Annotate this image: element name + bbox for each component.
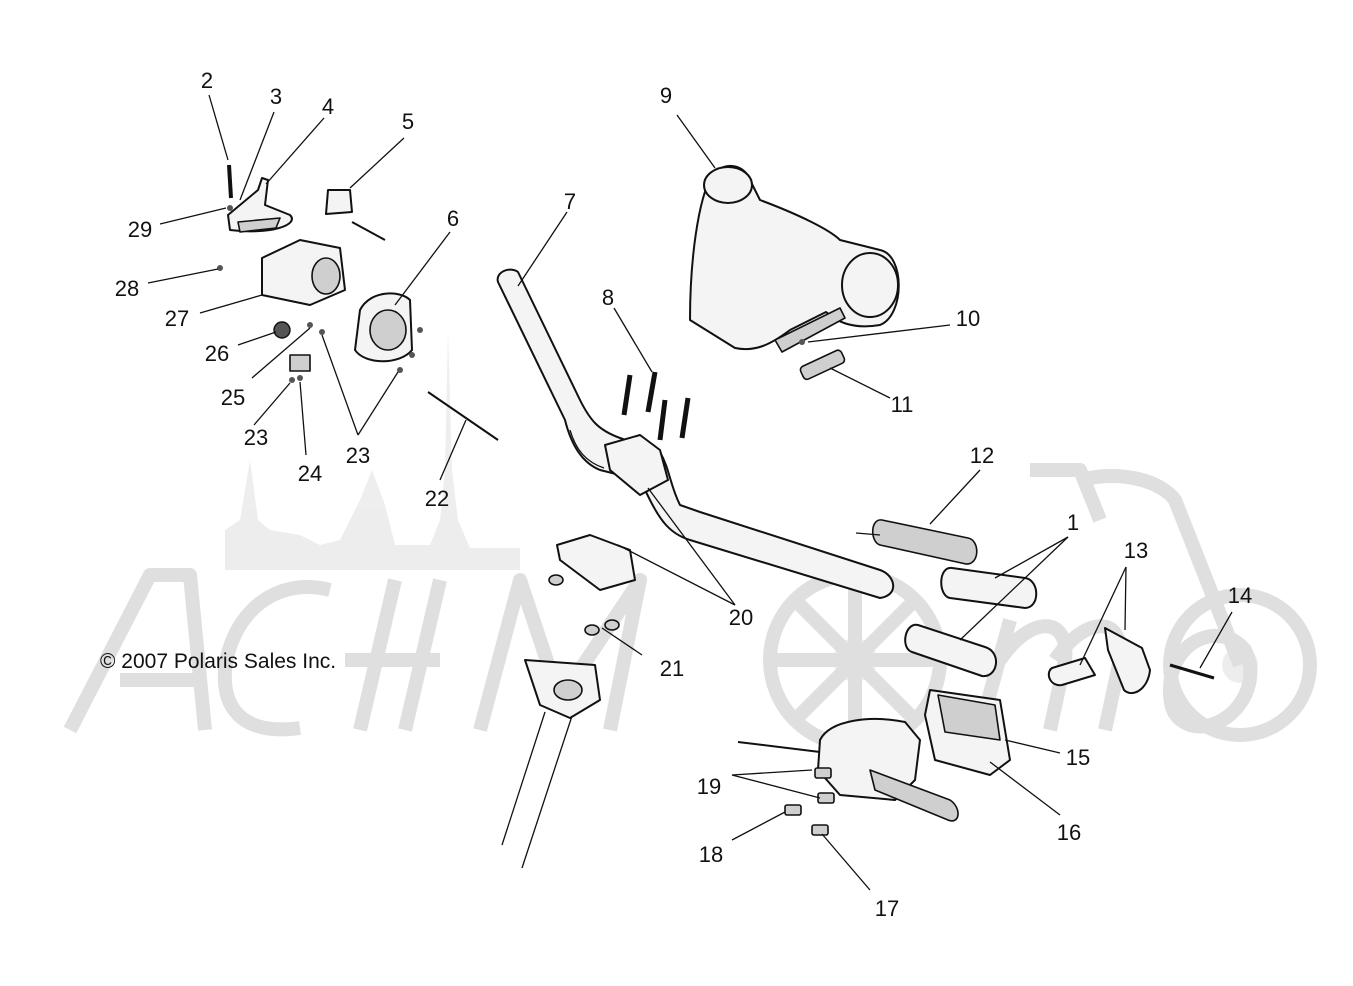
callout-27: 27 xyxy=(165,306,189,331)
callout-15: 15 xyxy=(1066,745,1090,770)
callout-24: 24 xyxy=(298,461,322,486)
bar-end-caps xyxy=(1047,627,1151,695)
callout-28: 28 xyxy=(115,276,139,301)
brake-lever-assembly xyxy=(737,718,959,822)
callout-23-b: 23 xyxy=(346,443,370,468)
watermark-letters xyxy=(63,568,1258,737)
callout-4: 4 xyxy=(322,94,334,119)
clamp-bolts xyxy=(621,371,691,441)
handlebar-pod xyxy=(689,165,900,353)
callout-13: 13 xyxy=(1124,538,1148,563)
throttle-grip xyxy=(855,519,978,565)
callout-25: 25 xyxy=(221,385,245,410)
callout-20: 20 xyxy=(729,605,753,630)
callout-7: 7 xyxy=(564,189,576,214)
handlebar xyxy=(496,268,895,599)
callout-3: 3 xyxy=(270,84,282,109)
callout-14: 14 xyxy=(1228,583,1252,608)
leader-lines xyxy=(147,94,1233,891)
pin xyxy=(1169,663,1215,680)
callout-1: 1 xyxy=(1067,510,1079,535)
left-control-assembly xyxy=(227,164,499,441)
callout-labels: 1 2 3 4 5 6 7 8 9 10 11 12 13 14 15 16 1… xyxy=(115,68,1252,921)
small-screws xyxy=(217,205,805,383)
callout-12: 12 xyxy=(970,443,994,468)
callout-26: 26 xyxy=(205,341,229,366)
handlebar-grips xyxy=(904,567,1038,678)
callout-19: 19 xyxy=(697,774,721,799)
wire-clip xyxy=(799,349,846,381)
steering-column xyxy=(501,659,601,869)
callout-18: 18 xyxy=(699,842,723,867)
callout-23-a: 23 xyxy=(244,425,268,450)
nuts xyxy=(548,574,620,636)
bolts xyxy=(784,767,835,836)
handlebar-clamps xyxy=(556,434,669,591)
callout-2: 2 xyxy=(201,68,213,93)
callout-16: 16 xyxy=(1057,820,1081,845)
callout-10: 10 xyxy=(956,306,980,331)
callout-29: 29 xyxy=(128,217,152,242)
callout-11: 11 xyxy=(891,392,914,417)
callout-17: 17 xyxy=(875,896,899,921)
callout-5: 5 xyxy=(402,109,414,134)
callout-8: 8 xyxy=(602,285,614,310)
callout-6: 6 xyxy=(447,206,459,231)
switch-housing xyxy=(924,689,1011,776)
moto-logo-watermark xyxy=(63,330,1317,752)
callout-9: 9 xyxy=(660,83,672,108)
callout-22: 22 xyxy=(425,486,449,511)
callout-21: 21 xyxy=(660,656,684,681)
copyright-text: © 2007 Polaris Sales Inc. xyxy=(100,650,336,673)
